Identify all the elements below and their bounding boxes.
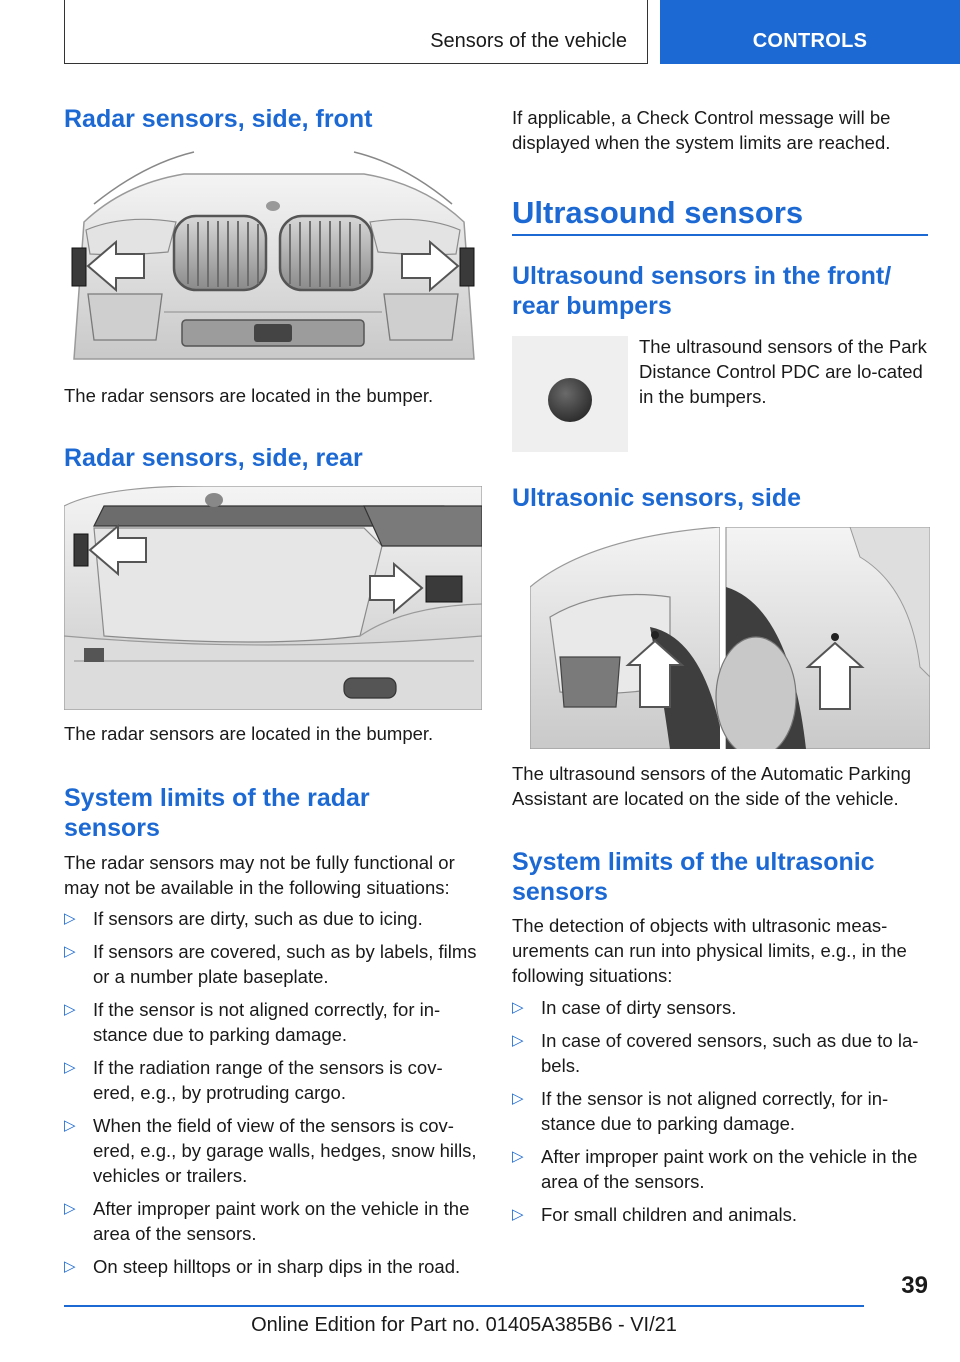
ultrasonic-limits-intro: The detection of objects with ultrasonic…: [512, 915, 907, 986]
header-frame: Sensors of the vehicle: [64, 0, 648, 64]
radar-limits-heading: System limits of the radar sensors: [64, 784, 370, 842]
side-sensors-caption: The ultrasound sensors of the Automatic …: [512, 763, 911, 809]
rear-radar-heading: Radar sensors, side, rear: [64, 444, 363, 472]
pdc-sensor-icon: [512, 336, 628, 452]
bullet-triangle-icon: ▷: [64, 943, 76, 960]
radar-limits-intro: The radar sensors may not be fully funct…: [64, 852, 455, 898]
bullet-triangle-icon: ▷: [512, 999, 524, 1016]
list-item: ▷In case of dirty sensors.: [512, 997, 737, 1018]
ultrasound-heading: Ultrasound sensors: [512, 195, 804, 230]
bullet-triangle-icon: ▷: [512, 1206, 524, 1223]
list-item: ▷On steep hilltops or in sharp dips in t…: [64, 1256, 461, 1277]
front-radar-heading: Radar sensors, side, front: [64, 105, 373, 133]
list-item: ▷If sensors are dirty, such as due to ic…: [64, 908, 423, 929]
check-control-note: If applicable, a Check Control message w…: [512, 107, 891, 153]
list-item: ▷If sensors are covered, such as by labe…: [64, 941, 477, 987]
ultrasonic-limits-heading: System limits of the ultrasonic sensors: [512, 848, 875, 906]
header-chapter-tab[interactable]: CONTROLS: [660, 0, 960, 64]
pdc-sensor-figure: [512, 336, 628, 452]
bullet-triangle-icon: ▷: [64, 1001, 76, 1018]
side-sensors-heading: Ultrasonic sensors, side: [512, 484, 802, 512]
header-chapter-label: CONTROLS: [752, 30, 868, 52]
front-car-illustration: [64, 144, 482, 372]
list-item: ▷If the radiation range of the sensors i…: [64, 1057, 443, 1103]
bumper-sensors-heading: Ultrasound sensors in the front/ rear bu…: [512, 262, 892, 320]
bullet-triangle-icon: ▷: [64, 1117, 76, 1134]
list-item: ▷After improper paint work on the vehicl…: [512, 1146, 918, 1192]
list-item: ▷If the sensor is not aligned correctly,…: [64, 999, 441, 1045]
section-rule: [512, 234, 928, 236]
bullet-triangle-icon: ▷: [512, 1032, 524, 1049]
list-item: ▷In case of covered sensors, such as due…: [512, 1030, 919, 1076]
bullet-triangle-icon: ▷: [512, 1090, 524, 1107]
rear-car-illustration: [64, 486, 482, 710]
front-radar-figure: [64, 144, 482, 372]
footer-edition: Online Edition for Part no. 01405A385B6 …: [251, 1314, 677, 1336]
front-radar-caption: The radar sensors are located in the bum…: [64, 385, 434, 406]
footer-rule: [64, 1305, 864, 1307]
list-item: ▷When the field of view of the sensors i…: [64, 1115, 477, 1186]
radar-limits-list: ▷If sensors are dirty, such as due to ic…: [64, 906, 484, 1287]
bullet-triangle-icon: ▷: [512, 1148, 524, 1165]
side-sensors-illustration: [530, 527, 930, 749]
list-item: ▷For small children and animals.: [512, 1204, 798, 1225]
bullet-triangle-icon: ▷: [64, 1258, 76, 1275]
bullet-triangle-icon: ▷: [64, 1200, 76, 1217]
ultrasonic-limits-list: ▷In case of dirty sensors. ▷In case of c…: [512, 995, 930, 1235]
bumper-sensors-text: The ultrasound sensors of the Park Dista…: [639, 336, 927, 407]
rear-radar-caption: The radar sensors are located in the bum…: [64, 723, 434, 744]
bullet-triangle-icon: ▷: [64, 910, 76, 927]
side-sensors-figure: [530, 527, 930, 749]
list-item: ▷If the sensor is not aligned correctly,…: [512, 1088, 889, 1134]
rear-radar-figure: [64, 486, 482, 710]
page-number: 39: [901, 1272, 928, 1299]
bullet-triangle-icon: ▷: [64, 1059, 76, 1076]
list-item: ▷After improper paint work on the vehicl…: [64, 1198, 470, 1244]
header-section-title: Sensors of the vehicle: [430, 30, 627, 52]
